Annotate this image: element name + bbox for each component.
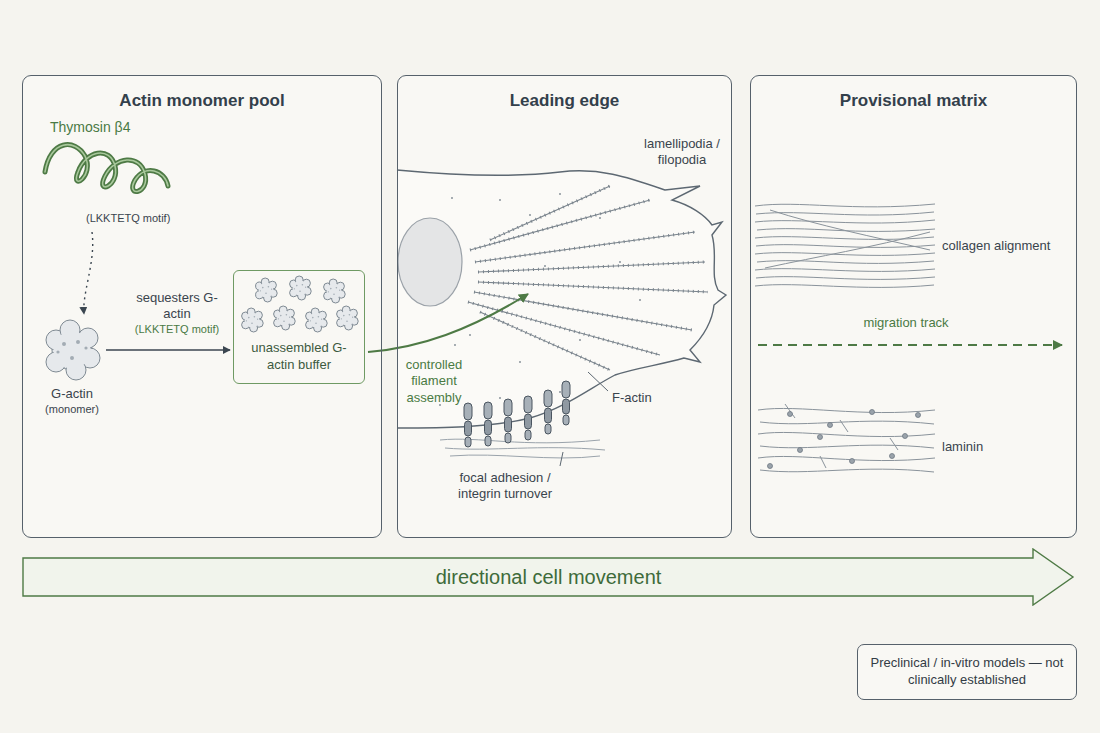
migration-track-arrow	[758, 344, 1062, 346]
figure-label: sequesters G-actin	[132, 290, 222, 323]
thymosin-ribbon	[45, 145, 168, 192]
note-text: Preclinical / in-vitro models — not clin…	[866, 655, 1068, 689]
panel-ground	[750, 75, 1077, 538]
figure-label: migration track	[850, 315, 962, 331]
figure-label: (LKKTETQ motif)	[86, 212, 170, 226]
panel-ground	[22, 75, 382, 538]
assembly-arrow	[368, 294, 528, 352]
nucleus	[398, 218, 462, 306]
figure-label: (LKKTETQ motif)	[127, 323, 227, 337]
g-actin-monomer	[306, 308, 328, 332]
figure-label: controlled filament assembly	[400, 357, 468, 406]
figure-label: Thymosin β4	[50, 119, 130, 137]
panel-heading: Actin monomer pool	[33, 90, 371, 111]
integrin	[524, 396, 532, 440]
panel-heading: Provisional matrix	[761, 90, 1066, 111]
thymosin-ribbon-highlight	[45, 145, 168, 192]
laminin-network	[758, 404, 935, 472]
g-actin-monomer	[337, 306, 359, 330]
binding-arrow	[84, 232, 93, 314]
buffer-box: unassembled G-actin buffer	[233, 270, 365, 384]
cell-outline	[397, 170, 726, 428]
g-actin-monomer	[256, 278, 278, 302]
leader-line	[588, 372, 608, 391]
f-actin-subunits	[468, 186, 708, 370]
integrin	[464, 403, 472, 447]
leader-line	[560, 452, 563, 466]
integrin	[484, 402, 492, 446]
figure-label: F-actin	[612, 390, 652, 406]
note-box: Preclinical / in-vitro models — not clin…	[857, 644, 1077, 700]
g-actin-monomer	[274, 306, 296, 330]
g-actin-monomer	[46, 320, 100, 380]
arrow-label: directional cell movement	[436, 565, 662, 589]
figure-label: collagen alignment	[942, 238, 1050, 254]
direction-arrow: directional cell movement	[22, 548, 1075, 606]
figure-label: lamellipodia / filopodia	[636, 136, 728, 169]
cytoplasm-dots	[429, 193, 641, 406]
figure-label: G-actin	[32, 386, 112, 402]
panel: Provisional matrix	[750, 75, 1077, 538]
g-actin-monomer	[324, 279, 346, 303]
sequester-arrow	[106, 349, 230, 351]
g-actin-monomer	[242, 308, 264, 332]
integrin	[544, 390, 552, 434]
panel-ground	[397, 75, 732, 538]
box-label: unassembled G-actin buffer	[242, 340, 356, 374]
g-actin-monomer	[290, 276, 312, 300]
laminin-nodes	[768, 410, 921, 469]
collagen-fibres	[755, 204, 935, 287]
figure-label: focal adhesion / integrin turnover	[440, 470, 570, 503]
f-actin-filament	[468, 186, 708, 370]
panel: Actin monomer pool unassembled G-actin bu…	[22, 75, 382, 538]
arrow-outline	[23, 549, 1073, 605]
integrin	[504, 399, 512, 443]
integrin	[562, 381, 570, 425]
figure-label: laminin	[942, 439, 983, 455]
figure-label: (monomer)	[32, 403, 112, 417]
panel-heading: Leading edge	[408, 90, 721, 111]
